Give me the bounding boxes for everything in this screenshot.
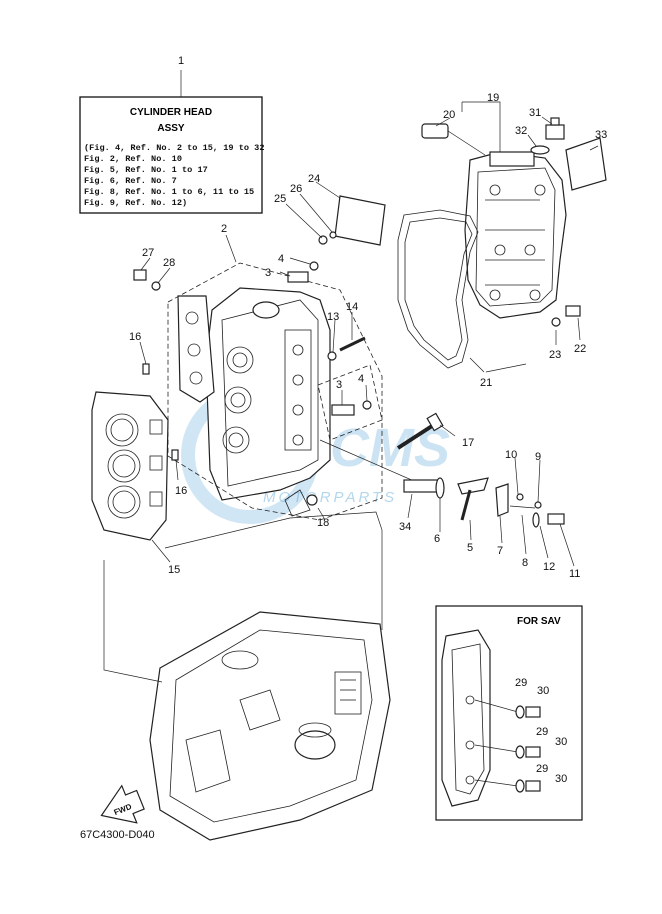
label-34: 34 — [399, 521, 411, 533]
label-18: 18 — [317, 517, 329, 529]
inset-label-29a: 29 — [515, 677, 527, 689]
cover-bolts — [551, 305, 581, 327]
plate — [318, 195, 386, 246]
oil-filler-cap — [530, 117, 607, 191]
label-8: 8 — [522, 557, 528, 569]
cylinder-head — [205, 287, 331, 501]
label-24: 24 — [308, 173, 320, 185]
head-cover-gasket — [397, 209, 479, 369]
label-25: 25 — [274, 193, 286, 205]
label-4a: 4 — [278, 253, 284, 265]
inset-title: FOR SAV — [517, 616, 561, 627]
box-title-line2: ASSY — [157, 123, 185, 134]
fwd-arrow: FWD — [100, 784, 145, 824]
label-28: 28 — [163, 257, 175, 269]
label-4b: 4 — [358, 373, 364, 385]
label-15: 15 — [168, 564, 180, 576]
part-labels: 19 20 31 32 33 24 26 25 2 4 3 27 28 14 1… — [129, 92, 607, 580]
diagram-code: 67C4300-D040 — [80, 829, 155, 841]
cylinder-block — [149, 611, 391, 841]
ref-label-1: 1 — [178, 55, 184, 67]
fig-line-4: Fig. 6, Ref. No. 7 — [84, 176, 177, 186]
label-17: 17 — [462, 437, 474, 449]
cylinder-head-group-outline — [167, 262, 383, 521]
label-23: 23 — [549, 349, 561, 361]
fig-line-2: Fig. 2, Ref. No. 10 — [84, 154, 182, 164]
for-sav-inset: FOR SAV 29 30 29 30 29 30 — [435, 605, 583, 821]
breather-pipe — [421, 123, 486, 156]
inset-label-29b: 29 — [536, 726, 548, 738]
small-fasteners — [133, 261, 372, 461]
inset-label-30c: 30 — [555, 773, 567, 785]
label-26: 26 — [290, 183, 302, 195]
label-27: 27 — [142, 247, 154, 259]
fig-line-1: (Fig. 4, Ref. No. 2 to 15, 19 to 32 — [84, 143, 265, 153]
label-2: 2 — [221, 223, 227, 235]
label-14: 14 — [346, 301, 358, 313]
inset-label-30a: 30 — [537, 685, 549, 697]
label-5: 5 — [467, 542, 473, 554]
label-21: 21 — [480, 377, 492, 389]
label-7: 7 — [497, 545, 503, 557]
label-32: 32 — [515, 125, 527, 137]
fig-line-6: Fig. 9, Ref. No. 12) — [84, 198, 187, 208]
cylinder-head-gasket — [91, 391, 169, 541]
head-bolt — [396, 412, 444, 450]
label-20: 20 — [443, 109, 455, 121]
bolt-18 — [284, 489, 318, 517]
label-6: 6 — [434, 533, 440, 545]
label-31: 31 — [529, 107, 541, 119]
label-10: 10 — [505, 449, 517, 461]
label-3a: 3 — [265, 267, 271, 279]
title-box: 1 CYLINDER HEAD ASSY (Fig. 4, Ref. No. 2… — [79, 55, 265, 214]
label-16a: 16 — [129, 331, 141, 343]
box-title-line1: CYLINDER HEAD — [130, 107, 212, 118]
thermostat-parts — [435, 477, 565, 528]
fig-line-5: Fig. 8, Ref. No. 1 to 6, 11 to 15 — [84, 187, 254, 197]
label-33: 33 — [595, 129, 607, 141]
cylinder-head-cover — [464, 151, 567, 319]
inset-label-29c: 29 — [536, 763, 548, 775]
label-12: 12 — [543, 561, 555, 573]
label-3b: 3 — [336, 379, 342, 391]
leader-lines — [139, 101, 599, 567]
label-11: 11 — [569, 568, 580, 580]
label-19: 19 — [487, 92, 499, 104]
fig-line-3: Fig. 5, Ref. No. 1 to 17 — [84, 165, 208, 175]
label-22: 22 — [574, 343, 586, 355]
watermark-text: MOTORPARTS — [263, 489, 397, 506]
label-13: 13 — [327, 311, 339, 323]
inset-label-30b: 30 — [555, 736, 567, 748]
label-16b: 16 — [175, 485, 187, 497]
spark-plug — [319, 439, 439, 493]
label-9: 9 — [535, 451, 541, 463]
